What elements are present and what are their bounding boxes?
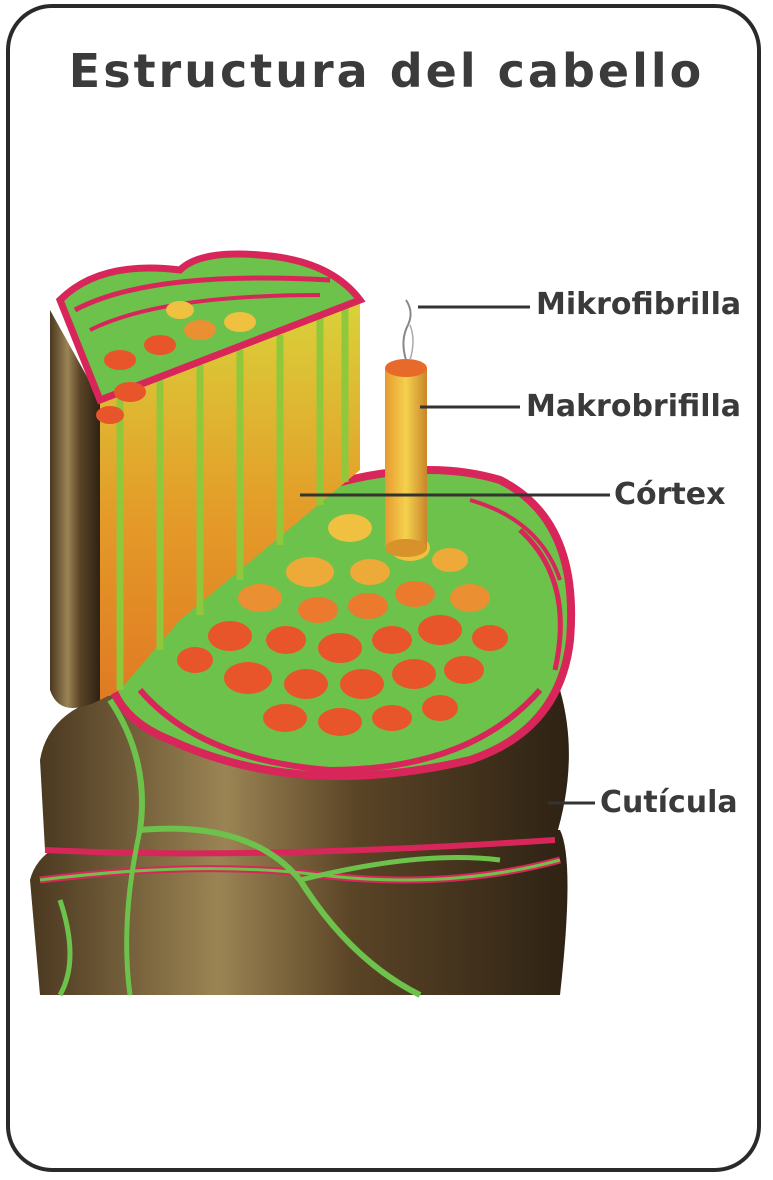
label-makrobrifilla: Makrobrifilla bbox=[526, 389, 742, 424]
macrofibril-rod bbox=[385, 299, 427, 557]
leader-lines bbox=[300, 305, 610, 805]
cortex-column bbox=[50, 250, 366, 708]
label-cuticula: Cutícula bbox=[600, 785, 738, 820]
label-cortex: Córtex bbox=[614, 477, 726, 512]
macrofibril-dots bbox=[177, 514, 508, 736]
diagram-title: Estructura del cabello bbox=[68, 44, 705, 98]
label-mikrofibrilla: Mikrofibrilla bbox=[536, 287, 742, 322]
